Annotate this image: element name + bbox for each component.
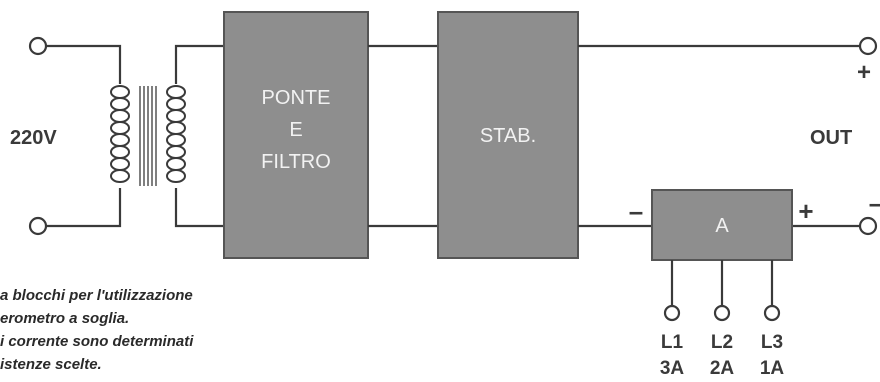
caption-line-2: erometro a soglia. xyxy=(0,310,129,327)
output-terminal-top xyxy=(858,36,878,56)
transformer-primary-coil xyxy=(110,85,130,183)
lead-current-l2: 2A xyxy=(710,358,735,379)
ammeter-label: A xyxy=(715,215,729,237)
ammeter-plus: + xyxy=(798,196,813,226)
stabilizer-block xyxy=(437,11,579,259)
secondary-wire-top xyxy=(174,44,224,84)
output-terminal-bottom xyxy=(858,216,878,236)
output-label: OUT xyxy=(810,127,852,149)
secondary-wire-bottom xyxy=(174,188,224,228)
lead-wires xyxy=(670,260,774,306)
primary-wire-bottom xyxy=(46,188,122,228)
caption-line-1: a blocchi per l'utilizzazione xyxy=(0,287,193,304)
transformer-core xyxy=(139,86,157,186)
lead-terminal-l1 xyxy=(663,304,681,322)
primary-wire-top xyxy=(46,44,122,84)
stabilizer-label: STAB. xyxy=(480,125,536,147)
input-voltage-label: 220V xyxy=(10,127,57,149)
lead-name-l3: L3 xyxy=(761,332,783,353)
lead-name-l1: L1 xyxy=(661,332,684,353)
transformer-secondary-coil xyxy=(166,85,186,183)
caption-line-3: i corrente sono determinati xyxy=(0,333,194,350)
lead-terminal-l3 xyxy=(763,304,781,322)
lead-name-l2: L2 xyxy=(711,332,733,353)
bridge-filter-label-1: PONTE xyxy=(262,87,331,109)
bridge-filter-label-2: E xyxy=(289,119,302,141)
input-terminal-top xyxy=(28,36,48,56)
output-minus-bottom: – xyxy=(869,188,880,218)
ammeter-minus: – xyxy=(629,196,643,226)
bridge-filter-label-3: FILTRO xyxy=(261,151,331,173)
caption-line-4: istenze scelte. xyxy=(0,356,102,373)
lead-current-l3: 1A xyxy=(760,358,785,379)
lead-terminal-l2 xyxy=(713,304,731,322)
output-plus-top: + xyxy=(857,59,871,86)
bridge-filter-block xyxy=(223,11,369,259)
input-terminal-bottom xyxy=(28,216,48,236)
lead-current-l1: 3A xyxy=(660,358,685,379)
